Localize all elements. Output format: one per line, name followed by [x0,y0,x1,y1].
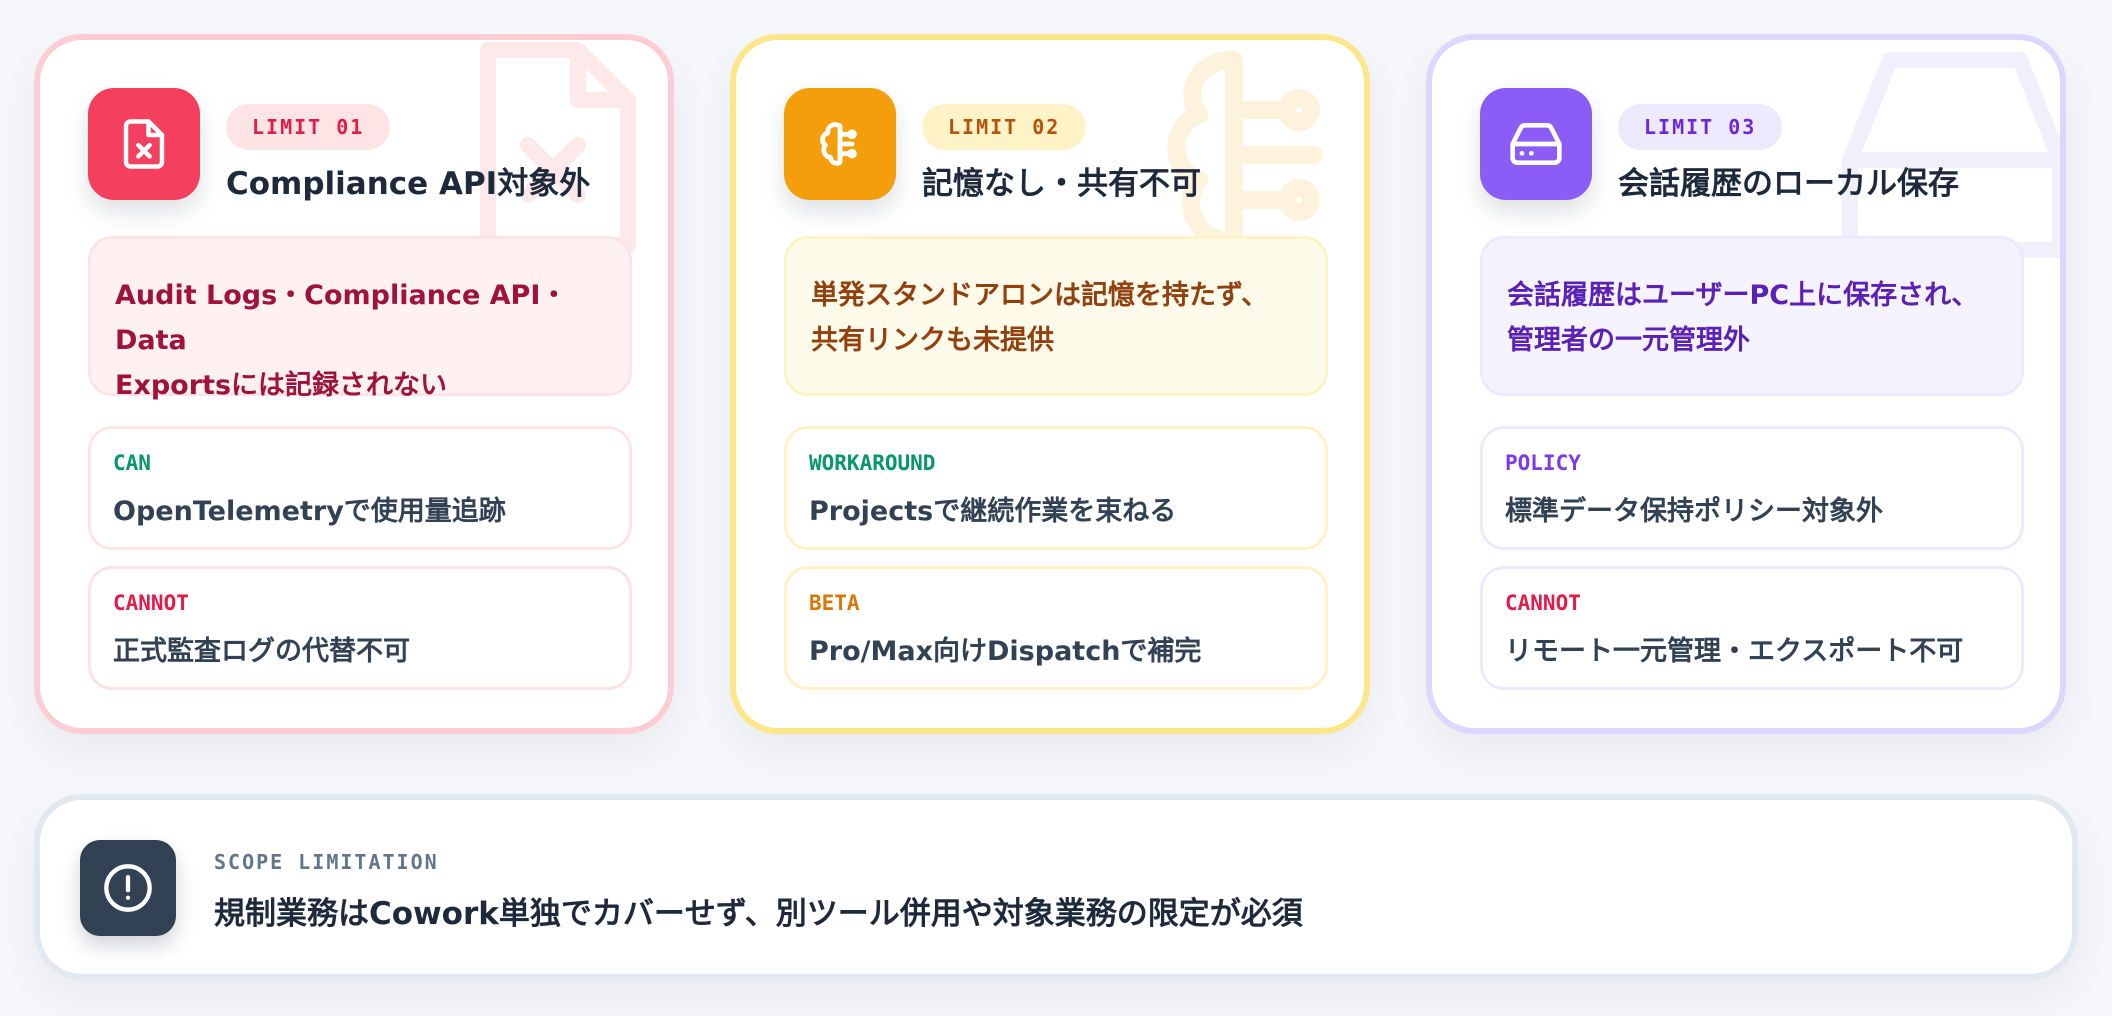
limit-card-local-history: LIMIT 03 会話履歴のローカル保存 会話履歴はユーザーPC上に保存され、 … [1426,34,2066,734]
description-line: 共有リンクも未提供 [811,325,1054,356]
capability-text: リモート一元管理・エクスポート不可 [1505,636,1964,667]
limit-badge: LIMIT 02 [922,104,1087,150]
capability-tag: CANNOT [113,591,189,615]
capability-tag: WORKAROUND [809,451,936,475]
capability-tag: BETA [809,591,860,615]
description-box: Audit Logs・Compliance API・Data Exportsには… [88,236,632,401]
card-title: 記憶なし・共有不可 [922,166,1201,202]
scope-limitation-banner: SCOPE LIMITATION 規制業務はCowork単独でカバーせず、別ツー… [34,794,2078,980]
file-x-icon [88,88,200,200]
description-line: 管理者の一元管理外 [1507,325,1750,356]
banner-label: SCOPE LIMITATION [214,850,439,874]
capability-tag: POLICY [1505,451,1581,475]
alert-circle-icon [80,840,176,936]
capability-text: OpenTelemetryで使用量追跡 [113,496,506,527]
capability-tag: CANNOT [1505,591,1581,615]
hard-drive-icon [1480,88,1592,200]
limit-badge: LIMIT 03 [1618,104,1783,150]
description-line: Audit Logs・Compliance API・Data [115,280,568,356]
capability-box: CANNOT 正式監査ログの代替不可 [88,566,632,690]
capability-text: 標準データ保持ポリシー対象外 [1505,496,1883,527]
capability-text: Pro/Max向けDispatchで補完 [809,636,1202,667]
capability-tag: CAN [113,451,151,475]
description-line: 会話履歴はユーザーPC上に保存され、 [1507,280,1979,311]
description-box: 単発スタンドアロンは記憶を持たず、 共有リンクも未提供 [784,236,1328,396]
card-title: Compliance API対象外 [226,166,591,202]
capability-box: POLICY 標準データ保持ポリシー対象外 [1480,426,2024,550]
description-line: Exportsには記録されない [115,370,448,401]
capability-text: 正式監査ログの代替不可 [113,636,410,667]
description-line: 単発スタンドアロンは記憶を持たず、 [811,280,1269,311]
description-box: 会話履歴はユーザーPC上に保存され、 管理者の一元管理外 [1480,236,2024,396]
capability-text: Projectsで継続作業を束ねる [809,496,1177,527]
capability-box: BETA Pro/Max向けDispatchで補完 [784,566,1328,690]
limit-card-compliance: LIMIT 01 Compliance API対象外 Audit Logs・Co… [34,34,674,734]
limit-badge: LIMIT 01 [226,104,391,150]
card-title: 会話履歴のローカル保存 [1618,166,1959,202]
capability-box: CAN OpenTelemetryで使用量追跡 [88,426,632,550]
banner-text: 規制業務はCowork単独でカバーせず、別ツール併用や対象業務の限定が必須 [214,896,1303,932]
limit-card-memory: LIMIT 02 記憶なし・共有不可 単発スタンドアロンは記憶を持たず、 共有リ… [730,34,1370,734]
capability-box: WORKAROUND Projectsで継続作業を束ねる [784,426,1328,550]
brain-icon [784,88,896,200]
capability-box: CANNOT リモート一元管理・エクスポート不可 [1480,566,2024,690]
